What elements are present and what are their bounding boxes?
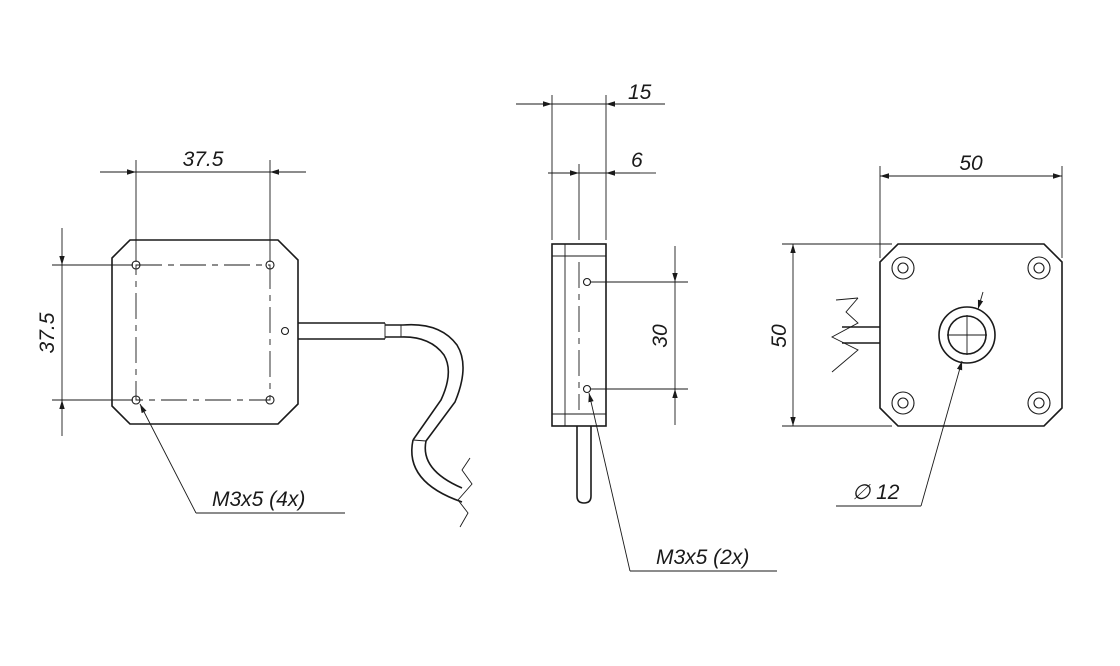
rear-lens-diameter-dimension: ∅ 12 <box>836 291 984 507</box>
rear-boss-top-right <box>1027 256 1051 280</box>
side-hole-bottom <box>582 384 592 394</box>
side-body-outline <box>551 243 607 427</box>
side-hole-top <box>582 277 592 287</box>
side-hole-spacing-label: 30 <box>649 324 672 348</box>
front-hole-bottom-right <box>265 395 275 405</box>
rear-boss-bottom-left <box>891 391 915 415</box>
rear-lens <box>938 306 996 364</box>
rear-cable-break <box>831 297 880 373</box>
rear-width-label: 50 <box>959 152 983 175</box>
rear-height-label: 50 <box>768 324 791 348</box>
front-hole-pattern <box>135 264 271 401</box>
rear-lens-diameter-label: ∅ 12 <box>852 481 900 504</box>
side-hole-spacing-dimension: 30 <box>590 246 688 425</box>
rear-boss-top-left <box>891 256 915 280</box>
side-depth-label: 15 <box>628 81 652 104</box>
front-plate-outline <box>111 239 299 425</box>
front-width-label: 37.5 <box>183 148 224 171</box>
front-hole-callout: M3x5 (4x) <box>139 403 345 514</box>
front-width-dimension: 37.5 <box>100 148 306 262</box>
cable-exit-hole <box>280 326 290 336</box>
side-offset-label: 6 <box>631 149 643 172</box>
side-offset-dimension: 6 <box>548 149 656 240</box>
rear-view: 50 50 ∅ 12 <box>768 152 1063 507</box>
rear-boss-bottom-right <box>1027 391 1051 415</box>
side-hole-callout: M3x5 (2x) <box>588 392 777 572</box>
front-height-dimension: 37.5 <box>36 228 133 436</box>
rear-plate-outline <box>879 243 1063 427</box>
rear-height-dimension: 50 <box>768 243 892 427</box>
front-height-label: 37.5 <box>36 312 59 353</box>
side-view: 15 6 30 M3x5 (2x) <box>516 81 777 572</box>
side-cable-stub <box>576 426 592 504</box>
side-hole-callout-label: M3x5 (2x) <box>656 546 749 569</box>
side-depth-dimension: 15 <box>516 81 665 240</box>
rear-width-dimension: 50 <box>879 152 1063 258</box>
front-hole-callout-label: M3x5 (4x) <box>212 488 305 511</box>
front-view: 37.5 37.5 M3x5 (4x) <box>36 148 473 528</box>
cable <box>298 322 473 528</box>
